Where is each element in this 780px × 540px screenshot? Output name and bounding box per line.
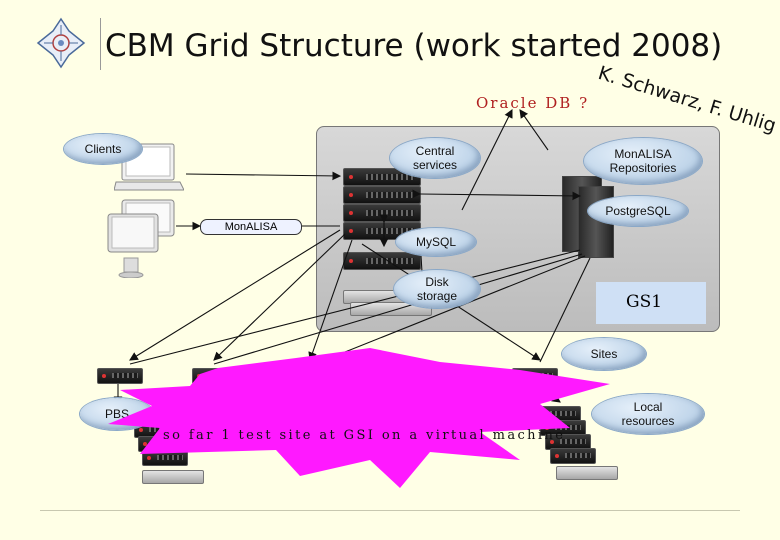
- slide-title: CBM Grid Structure (work started 2008): [105, 28, 723, 64]
- local-disk: [556, 466, 618, 480]
- mysql-cloud: MySQL: [396, 228, 476, 256]
- mysql-label: MySQL: [415, 235, 456, 249]
- monalisa-label: MonALISA: [200, 219, 302, 235]
- rack-server: [343, 252, 421, 270]
- sites-cloud: Sites: [562, 338, 646, 370]
- local-worker-node: [550, 448, 596, 464]
- central-services-label: Central services: [412, 144, 457, 172]
- rack-server: [343, 186, 421, 204]
- client-desktop-icon: [107, 199, 175, 278]
- gs1-box: [596, 282, 706, 324]
- monalisa-repositories-label: MonALISA Repositories: [609, 147, 677, 175]
- local-resources-cloud: Local resources: [592, 394, 704, 434]
- title-divider: [100, 18, 101, 70]
- client-laptop-icon: [114, 143, 184, 191]
- local-resources-label: Local resources: [621, 400, 675, 428]
- pbs-label: PBS: [104, 407, 129, 421]
- footer-divider: [40, 510, 740, 511]
- disk-storage-cloud: Disk storage: [394, 270, 480, 308]
- logo-icon: [36, 17, 86, 69]
- disk-storage-label: Disk storage: [416, 275, 458, 303]
- clients-cloud: Clients: [64, 134, 142, 164]
- monalisa-repositories-cloud: MonALISA Repositories: [584, 138, 702, 184]
- starburst-callout: [108, 348, 610, 488]
- site-server: [97, 368, 143, 384]
- gs1-label: GS1: [626, 292, 663, 312]
- clients-label: Clients: [84, 142, 122, 156]
- pbs-disk: [142, 470, 204, 484]
- test-site-note: so far 1 test site at GSI on a virtual m…: [163, 428, 566, 443]
- postgresql-label: PostgreSQL: [605, 204, 671, 218]
- central-services-cloud: Central services: [390, 138, 480, 178]
- sites-label: Sites: [590, 347, 618, 361]
- oracle-db-label: Oracle DB ?: [476, 94, 590, 112]
- postgresql-cloud: PostgreSQL: [588, 196, 688, 226]
